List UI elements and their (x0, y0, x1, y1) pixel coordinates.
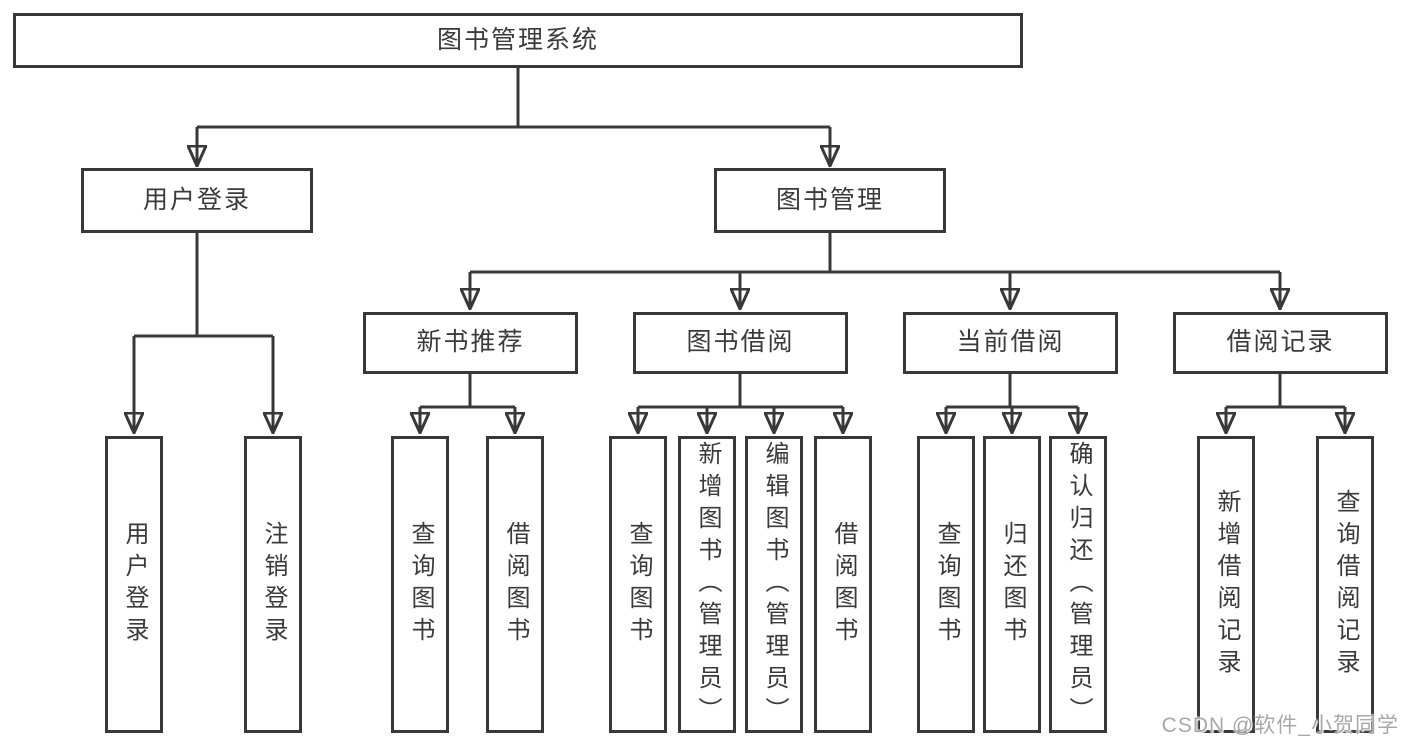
node-book-borrow-label: 图书借阅 (686, 328, 795, 357)
node-user-login: 用户登录 (81, 168, 313, 233)
edge-current-borrow-trunk (946, 374, 1078, 409)
node-add-book-admin: 新增图书（管理员） (678, 436, 736, 733)
node-borrow-borrow-book-label: 借阅图书 (830, 520, 857, 649)
edge-book-borrow-trunk (638, 374, 843, 409)
node-current-query-book: 查询图书 (917, 436, 975, 733)
csdn-watermark: CSDN @软件_小贺同学 (1161, 714, 1399, 737)
node-new-book-recommend-label: 新书推荐 (416, 328, 525, 357)
node-logout-label: 注销登录 (260, 520, 287, 649)
node-query-borrow-record: 查询借阅记录 (1316, 436, 1374, 733)
node-recommend-borrow-book: 借阅图书 (486, 436, 544, 733)
edge-new-book-recommend-trunk (420, 374, 515, 409)
node-borrow-record-label: 借阅记录 (1226, 328, 1335, 357)
node-borrow-borrow-book: 借阅图书 (814, 436, 872, 733)
node-borrow-query-book-label: 查询图书 (625, 520, 652, 649)
node-current-borrow-label: 当前借阅 (956, 328, 1065, 357)
edge-root-trunk (197, 68, 830, 129)
node-current-borrow: 当前借阅 (903, 312, 1118, 374)
node-add-borrow-record: 新增借阅记录 (1197, 436, 1255, 733)
edge-borrow-record-trunk (1226, 374, 1345, 409)
node-logout: 注销登录 (244, 436, 302, 733)
node-recommend-borrow-book-label: 借阅图书 (502, 520, 529, 649)
node-user-login-action-label: 用户登录 (121, 520, 148, 649)
node-borrow-query-book: 查询图书 (609, 436, 667, 733)
node-book-management-label: 图书管理 (775, 185, 884, 214)
node-recommend-query-book: 查询图书 (391, 436, 449, 733)
node-borrow-record: 借阅记录 (1173, 312, 1388, 374)
node-confirm-return-admin-label: 确认归还（管理员） (1065, 440, 1092, 729)
node-add-borrow-record-label: 新增借阅记录 (1213, 488, 1240, 681)
node-root-label: 图书管理系统 (436, 25, 599, 54)
node-book-borrow: 图书借阅 (633, 312, 848, 374)
edge-book-management-trunk (470, 233, 1280, 274)
node-edit-book-admin-label: 编辑图书（管理员） (761, 440, 788, 729)
node-query-borrow-record-label: 查询借阅记录 (1332, 488, 1359, 681)
node-root: 图书管理系统 (13, 13, 1023, 68)
node-user-login-label: 用户登录 (142, 185, 251, 214)
node-current-query-book-label: 查询图书 (933, 520, 960, 649)
node-add-book-admin-label: 新增图书（管理员） (694, 440, 721, 729)
node-edit-book-admin: 编辑图书（管理员） (745, 436, 803, 733)
node-return-book-label: 归还图书 (999, 520, 1026, 649)
edge-user-login-trunk (134, 233, 273, 338)
node-user-login-action: 用户登录 (105, 436, 163, 733)
node-confirm-return-admin: 确认归还（管理员） (1049, 436, 1107, 733)
node-new-book-recommend: 新书推荐 (363, 312, 578, 374)
node-return-book: 归还图书 (983, 436, 1041, 733)
node-book-management: 图书管理 (714, 168, 946, 233)
node-recommend-query-book-label: 查询图书 (407, 520, 434, 649)
